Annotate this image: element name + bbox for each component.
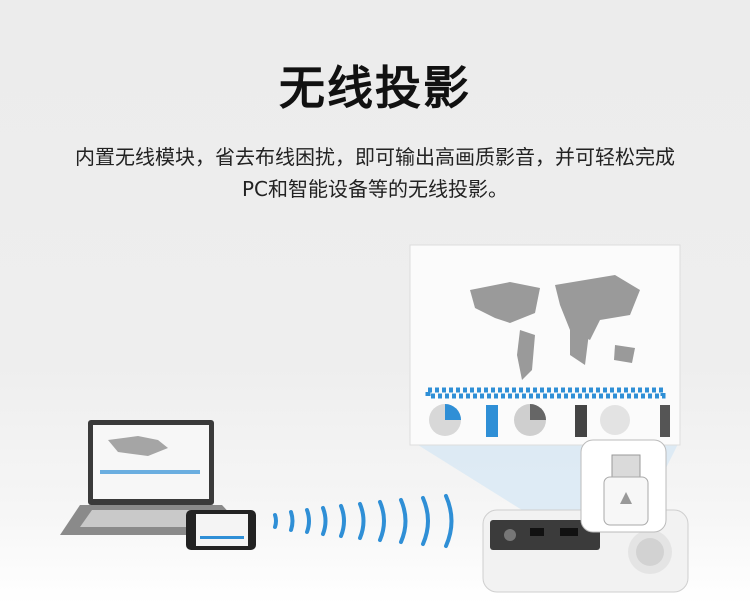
page-title: 无线投影 [279,61,471,115]
description-line-2: PC和智能设备等的无线投影。 [241,177,509,201]
projected-screen [409,244,681,446]
world-map-image [470,275,640,380]
infographic-row [429,404,670,437]
smartphone [186,510,256,550]
wireless-lan-dongle [580,439,667,533]
description-line-1: 内置无线模块，省去布线困扰，即可输出高画质影音，并可轻松完成 [75,145,675,169]
wireless-signal-waves [273,494,454,548]
